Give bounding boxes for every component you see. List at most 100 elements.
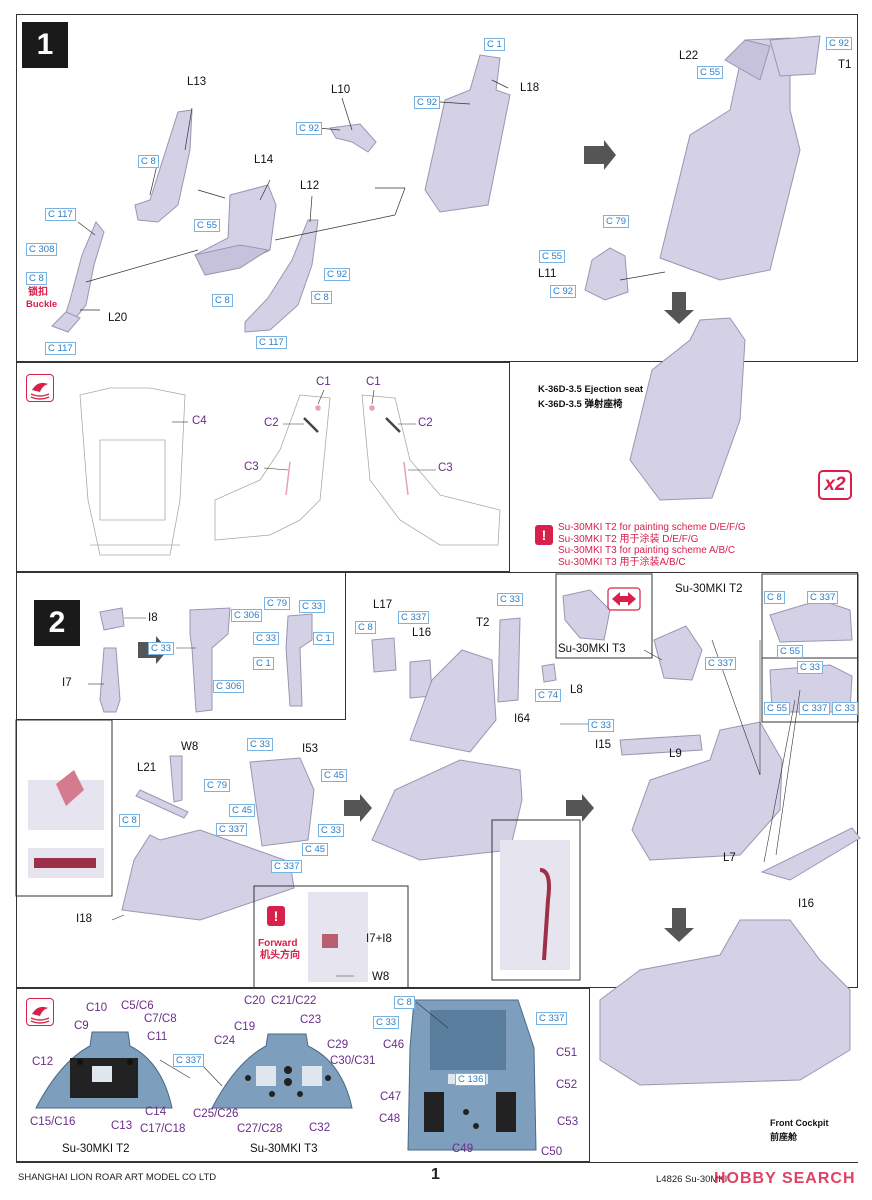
cockpit-caption-cn: 前座舱 [770,1132,798,1142]
panel-tag: C 8 [394,996,415,1009]
panel-label: C49 [452,1143,474,1155]
tag-c33: C 33 [797,661,824,674]
label-I7-I8: I7+I8 [366,933,392,945]
label-L21: L21 [137,762,157,774]
lion-roar-logo-icon [26,374,54,402]
label-L8: L8 [570,684,583,696]
tag-c92: C 92 [550,285,577,298]
panel-label: C9 [74,1020,89,1032]
panel-label: C11 [147,1031,168,1043]
tag-c92: C 92 [414,96,441,109]
panel-label: C27/C28 [237,1123,283,1135]
panel-label: C13 [111,1120,133,1132]
paint-C4: C4 [192,415,207,427]
tag-c79: C 79 [264,597,291,610]
tag-c337: C 337 [705,657,737,670]
tag-c337: C 337 [271,860,303,873]
instrument-panels-drawing [35,999,537,1151]
label-su30-t2: Su-30MKI T2 [675,583,743,595]
paint-C2: C2 [264,417,279,429]
panel-label: C23 [300,1014,322,1026]
tag-c1: C 1 [484,38,505,51]
paint-C1: C1 [366,376,381,388]
buckle-label-cn: 锁扣 [28,287,48,298]
label-L16: L16 [412,627,432,639]
panel-label: C21/C22 [271,995,317,1007]
label-L11: L11 [538,268,557,280]
tag-c337: C 337 [799,702,831,715]
label-L17: L17 [373,599,393,611]
label-I15: I15 [595,739,611,751]
tag-c33: C 33 [588,719,615,732]
forward-label-cn: 机头方向 [260,950,300,961]
label-I53: I53 [302,743,318,755]
tag-c337: C 337 [807,591,839,604]
tag-c74: C 74 [535,689,562,702]
panel-tag: C 337 [536,1012,568,1025]
panel-label: C20 [244,995,266,1007]
panel-label: C15/C16 [30,1116,76,1128]
notice-line: Su-30MKI T2 for painting scheme D/E/F/G [558,522,746,533]
label-L18: L18 [520,82,540,94]
tag-c92: C 92 [826,37,853,50]
panel-label: C7/C8 [144,1013,177,1025]
step2-badge: 2 [34,600,80,646]
panel-label: C14 [145,1106,167,1118]
panel-label: C5/C6 [121,1000,154,1012]
label-L12: L12 [300,180,320,192]
tag-c8: C 8 [355,621,376,634]
notice-exclamation-icon: ! [535,525,553,545]
panel-tag: C 33 [373,1016,400,1029]
panel-label: C47 [380,1091,402,1103]
tag-c33: C 33 [253,632,280,645]
paint-C3: C3 [438,462,453,474]
footer-company: SHANGHAI LION ROAR ART MODEL CO LTD [18,1172,217,1183]
tag-c33: C 33 [148,642,175,655]
tag-c55: C 55 [777,645,804,658]
notice-line: Su-30MKI T2 用于涂装 D/E/F/G [558,533,699,545]
notice-line: Su-30MKI T3 for painting scheme A/B/C [558,545,736,556]
label-T2: T2 [476,617,490,629]
lion-roar-logo-icon [26,998,54,1026]
panel-label: C50 [541,1146,563,1158]
label-L10: L10 [331,84,351,96]
tag-c55: C 55 [539,250,566,263]
step2-parts-drawing [15,573,861,1086]
panel-label: C12 [32,1056,54,1068]
label-I16: I16 [798,898,814,910]
tag-c45: C 45 [302,843,329,856]
page-number: 1 [431,1166,440,1183]
tag-c55: C 55 [764,702,791,715]
label-L22: L22 [679,50,699,62]
label-W8: W8 [372,971,390,983]
tag-c33: C 33 [497,593,524,606]
panel-label: C29 [327,1039,349,1051]
tag-c337: C 337 [216,823,248,836]
quantity-badge: x2 [818,470,852,500]
panel-label: C17/C18 [140,1123,186,1135]
footer-product: L4826 Su-30MKI [656,1174,728,1185]
tag-c8: C 8 [119,814,140,827]
label-L20: L20 [108,312,128,324]
tag-c117: C 117 [45,342,76,355]
label-I7: I7 [62,677,72,689]
label-W8: W8 [181,741,199,753]
seat-caption-en: K-36D-3.5 Ejection seat [538,384,644,395]
panel-label: C10 [86,1002,108,1014]
panel-label: C32 [309,1122,331,1134]
tag-c45: C 45 [321,769,348,782]
tag-c45: C 45 [229,804,256,817]
paint-detail-drawing [79,387,501,556]
tag-c79: C 79 [204,779,231,792]
tag-c8: C 8 [311,291,332,304]
tag-c8: C 8 [212,294,233,307]
tag-c306: C 306 [231,609,263,622]
label-I64: I64 [514,713,530,725]
label-su30-t3: Su-30MKI T3 [558,643,626,655]
panel-label: C24 [214,1035,236,1047]
tag-c8: C 8 [138,155,159,168]
tag-c33: C 33 [832,702,859,715]
watermark-logo: HOBBY SEARCH [714,1170,856,1187]
panel-t2-name: Su-30MKI T2 [62,1143,130,1155]
panel-label: C48 [379,1113,401,1125]
